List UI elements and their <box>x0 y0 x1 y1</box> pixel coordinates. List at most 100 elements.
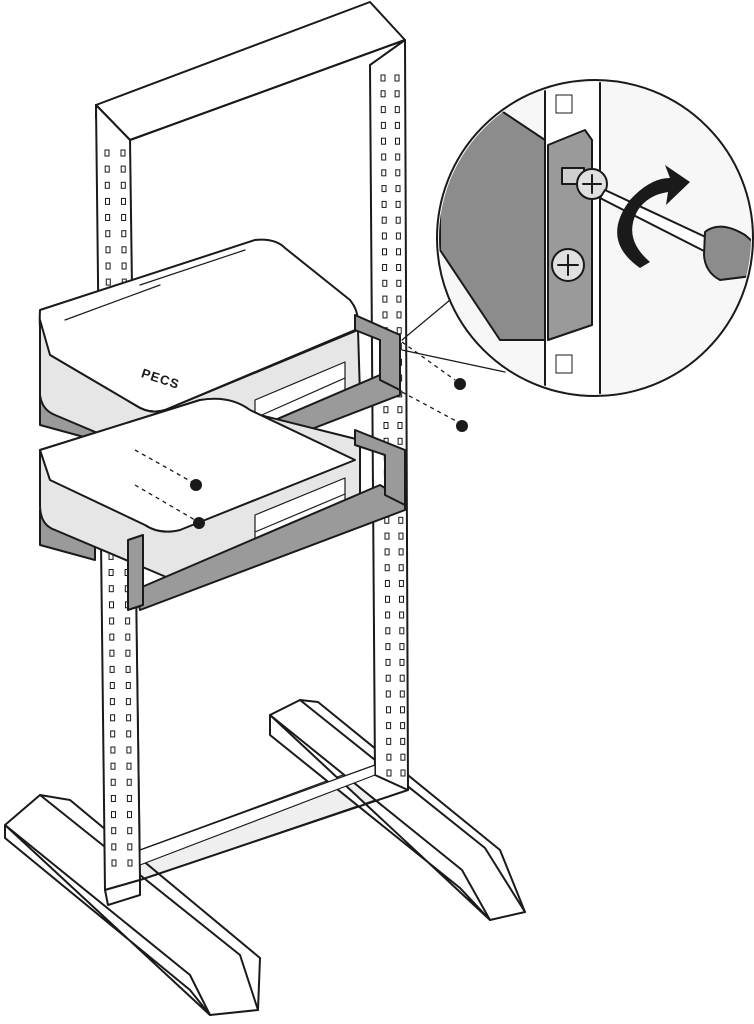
rack-hole <box>385 627 391 635</box>
rack-hole <box>109 665 115 673</box>
rack-hole <box>125 649 131 657</box>
rack-hole <box>399 658 405 666</box>
rack-hole <box>108 585 114 593</box>
rack-hole <box>111 859 117 867</box>
rack-hole <box>105 214 111 221</box>
rack-hole <box>381 153 387 161</box>
rack-hole <box>398 548 404 556</box>
rack-hole <box>386 769 392 777</box>
rack-hole <box>110 730 116 738</box>
rack-hole <box>382 264 388 271</box>
rack-hole <box>399 674 405 682</box>
rack-hole <box>382 248 387 256</box>
rack-hole <box>400 737 406 745</box>
rack-hole <box>396 327 402 335</box>
rack-hole <box>395 232 401 240</box>
rack-hole <box>386 722 392 730</box>
rack-hole <box>399 611 405 619</box>
rack-hole <box>395 200 401 208</box>
pbx-unit-lower <box>39 397 406 611</box>
rack-hole <box>397 406 403 414</box>
rack-hole <box>127 811 132 819</box>
rack-hole <box>395 216 401 224</box>
rack-hole <box>104 149 110 157</box>
rack-hole <box>394 90 400 98</box>
rack-hole <box>110 746 116 754</box>
rack-hole <box>386 706 391 714</box>
rack-hole <box>105 230 111 238</box>
rack-hole <box>386 737 392 745</box>
rack-hole <box>125 617 131 625</box>
rack-hole <box>109 698 115 706</box>
rack-hole <box>125 665 131 673</box>
rack-hole <box>383 406 389 414</box>
rack-foot-back <box>269 699 526 921</box>
rack-hole <box>110 795 116 802</box>
rack-hole <box>126 746 132 754</box>
rack-hole <box>385 690 391 698</box>
rack-hole <box>384 564 390 572</box>
rack-hole <box>110 762 116 770</box>
rack-hole <box>396 295 402 303</box>
bracket-ear-plate <box>547 129 593 341</box>
rack-hole <box>111 843 117 851</box>
rack-hole <box>126 762 132 770</box>
rack-hole <box>109 682 115 689</box>
rack-hole <box>108 569 114 576</box>
rotate-arrow-icon <box>617 165 690 268</box>
rack-hole <box>380 106 386 114</box>
rack-hole <box>111 827 117 835</box>
rack-hole <box>110 778 116 786</box>
rack-hole <box>126 795 132 802</box>
rack-hole <box>127 843 133 851</box>
rack-hole <box>395 137 400 145</box>
rack-hole <box>105 278 111 286</box>
rack-hole <box>394 121 400 129</box>
rack-hole <box>126 730 132 738</box>
rack-hole <box>383 422 389 429</box>
rack-foot-front <box>4 794 261 1016</box>
rack-hole <box>127 827 133 835</box>
rack-hole <box>120 149 126 157</box>
rack-hole <box>382 311 388 319</box>
rack-hole <box>400 769 406 777</box>
rack-hole <box>394 106 400 114</box>
rack-hole <box>400 753 406 761</box>
rack-hole <box>111 811 116 819</box>
rack-hole <box>109 601 114 609</box>
rack-hole <box>382 279 388 287</box>
detail-callout <box>401 79 754 397</box>
rack-hole <box>104 181 110 189</box>
rack-hole <box>398 532 404 540</box>
rack-hole <box>125 633 131 641</box>
rack-hole <box>381 216 387 224</box>
rack-hole <box>385 674 391 682</box>
rack-hole <box>110 714 116 722</box>
unit-vent-slots <box>64 249 246 321</box>
rack-hole <box>109 617 115 625</box>
rack-hole <box>385 658 391 666</box>
rack-hole <box>385 643 391 651</box>
rack-hole <box>396 279 402 287</box>
rack-hole <box>398 564 404 572</box>
rack-hole <box>380 90 386 98</box>
rack-hole <box>397 422 403 429</box>
rack-hole <box>381 169 387 177</box>
rack-hole <box>395 169 401 177</box>
rack-hole <box>104 165 110 173</box>
rack-hole <box>399 595 404 603</box>
rack-hole <box>109 649 115 657</box>
rack-hole <box>384 548 390 556</box>
rack-hole <box>121 197 126 205</box>
screw-icon <box>190 378 468 529</box>
rack-hole <box>120 181 126 189</box>
rack-hole <box>395 185 401 193</box>
rack-hole <box>127 859 133 867</box>
rack-hole <box>381 232 387 240</box>
rack-hole <box>396 264 402 271</box>
rack-hole <box>381 200 387 208</box>
rack-hole <box>399 690 405 698</box>
rack-hole <box>385 595 390 603</box>
rack-hole <box>385 611 391 619</box>
